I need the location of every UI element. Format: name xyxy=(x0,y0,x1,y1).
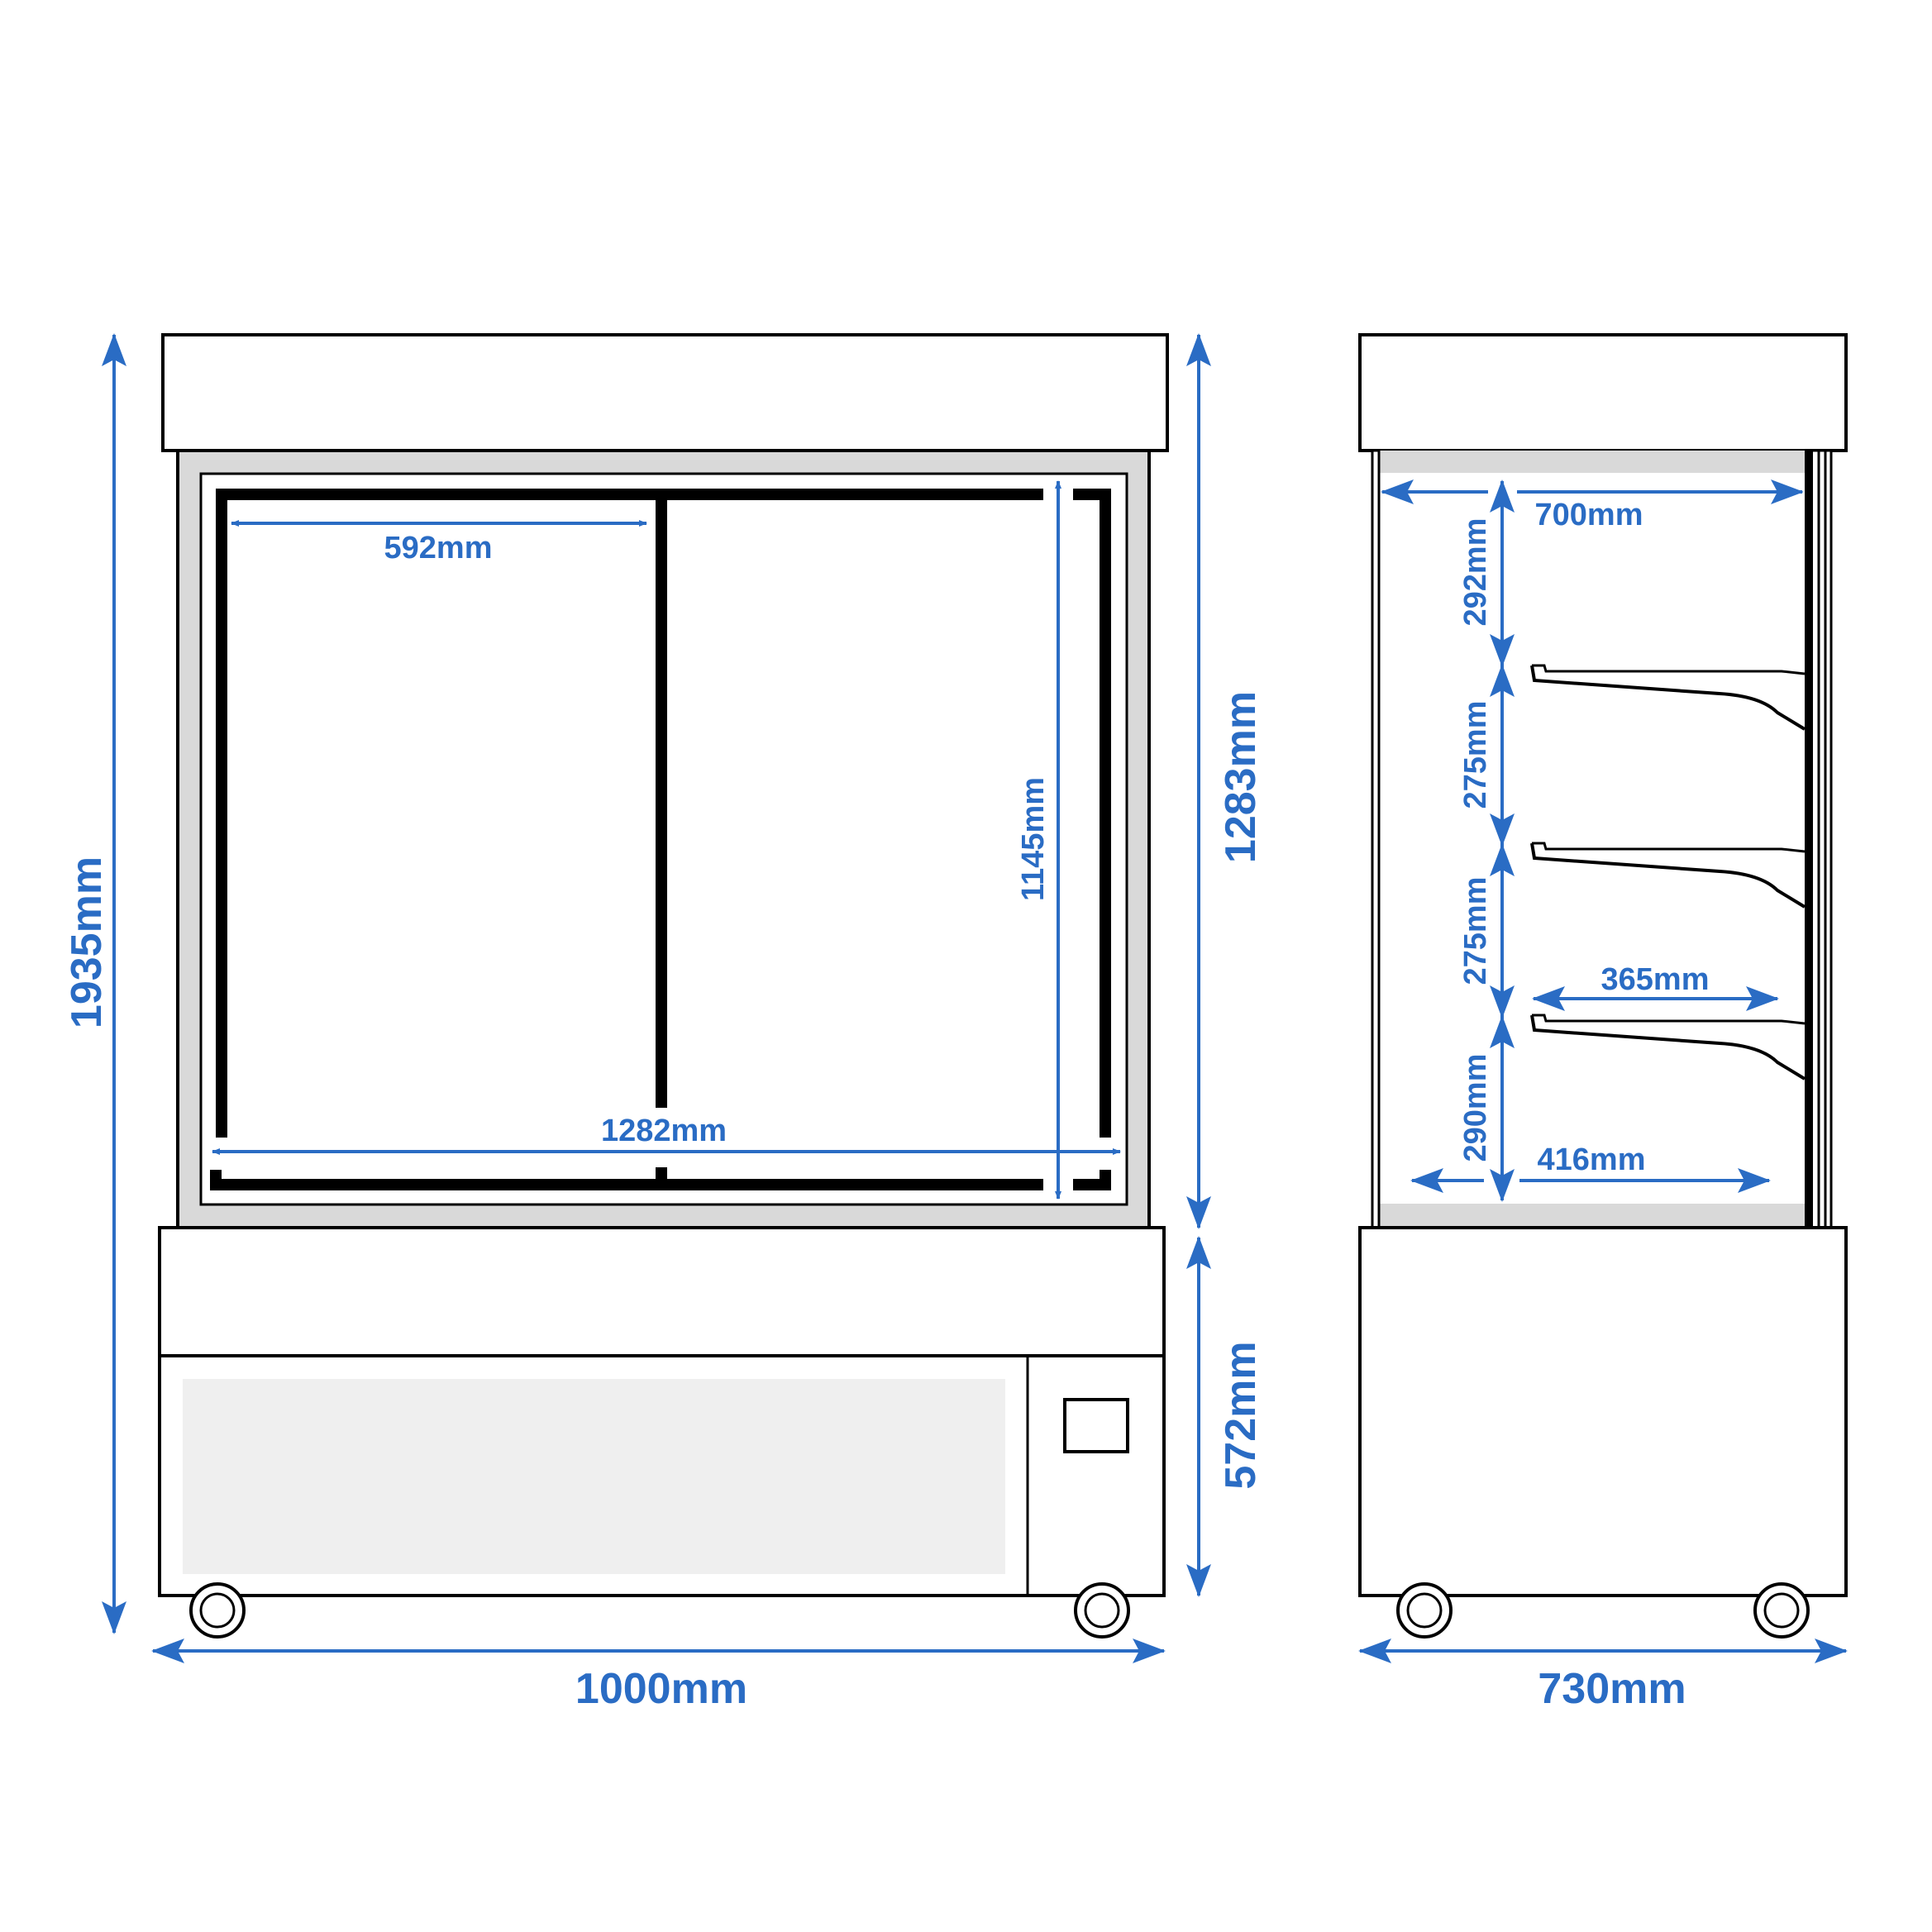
side-display-frame xyxy=(1371,449,1833,1229)
front-wheels xyxy=(189,1582,1130,1639)
label-total-height: 1935mm xyxy=(63,856,111,1028)
side-view xyxy=(1358,333,1848,1639)
label-depth: 730mm xyxy=(1538,1665,1686,1713)
label-door-width: 592mm xyxy=(384,531,493,565)
front-base-panel xyxy=(183,1379,1005,1574)
label-spacing-4: 290mm xyxy=(1458,1054,1493,1162)
side-base xyxy=(1358,1226,1848,1597)
shelf-1 xyxy=(1530,664,1806,731)
label-spacing-1: 292mm xyxy=(1458,518,1493,627)
label-inner-width: 1282mm xyxy=(601,1114,727,1148)
label-bottom-depth: 416mm xyxy=(1538,1143,1646,1177)
dimensions: 1935mm 1283mm 572mm 1000mm 1145mm 1282mm… xyxy=(63,333,1848,1713)
label-width: 1000mm xyxy=(575,1665,747,1713)
front-base-band xyxy=(158,1226,1166,1357)
front-canopy xyxy=(161,333,1169,452)
label-base-height: 572mm xyxy=(1217,1341,1265,1489)
shelf-3 xyxy=(1530,1014,1806,1080)
shelves xyxy=(1530,664,1806,1080)
label-spacing-3: 275mm xyxy=(1458,877,1493,985)
label-inner-depth: 700mm xyxy=(1535,498,1643,532)
control-display xyxy=(1063,1398,1129,1453)
side-canopy xyxy=(1358,333,1848,452)
label-spacing-2: 275mm xyxy=(1458,701,1493,809)
side-wheels xyxy=(1396,1582,1810,1639)
front-view xyxy=(158,333,1169,1639)
label-shelf-depth: 365mm xyxy=(1601,962,1710,997)
shelf-2 xyxy=(1530,842,1806,909)
door-frames xyxy=(210,489,1111,1190)
side-back-panel xyxy=(1805,451,1813,1228)
label-display-height: 1283mm xyxy=(1217,691,1265,863)
label-inner-height: 1145mm xyxy=(1016,777,1051,901)
